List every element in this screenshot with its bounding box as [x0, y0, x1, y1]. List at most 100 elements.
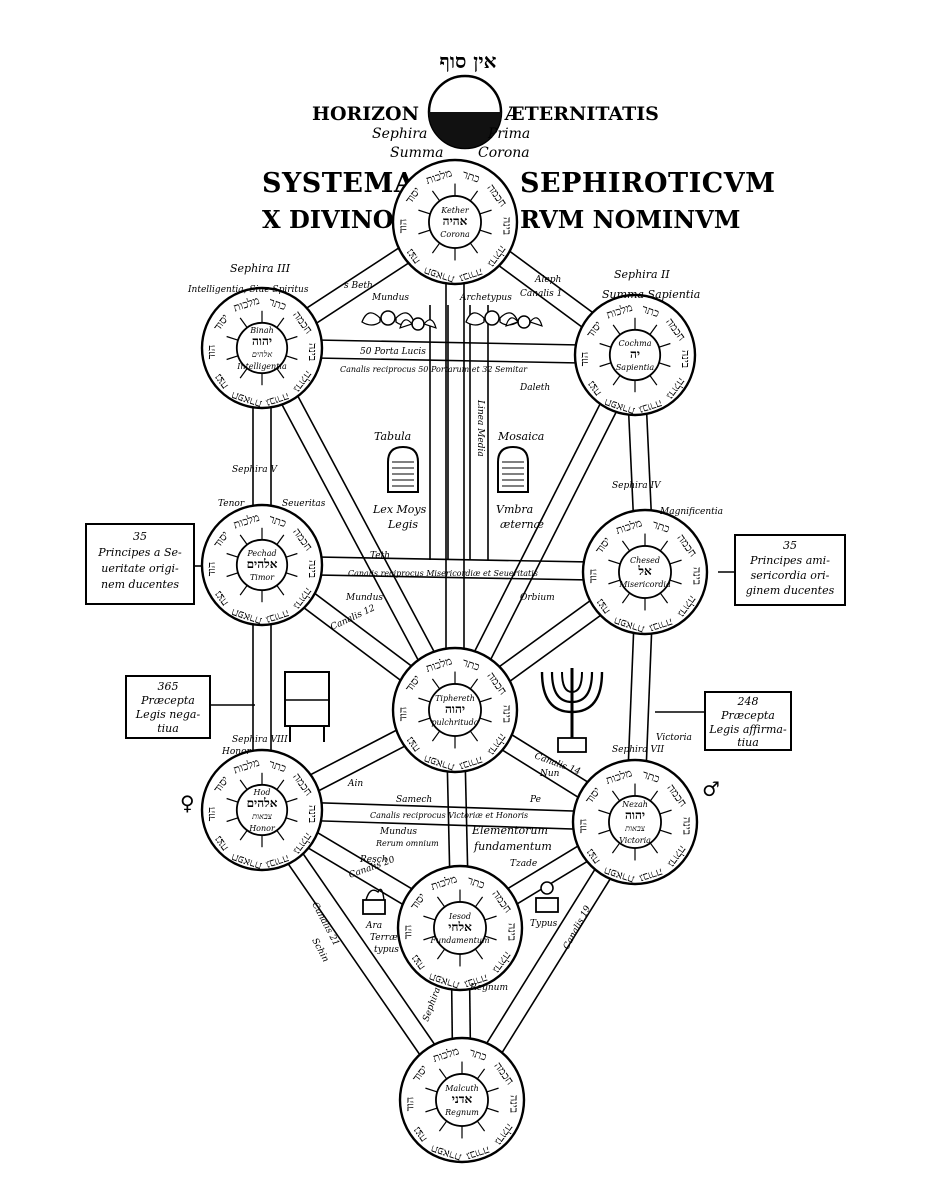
ring-divider [486, 1107, 499, 1113]
svg-text:Legis nega-: Legis nega- [135, 708, 201, 721]
ring-divider [469, 730, 479, 742]
ring-divider [438, 1068, 448, 1080]
label-terrae: Terræ [370, 933, 398, 943]
label-typus: typus [374, 945, 399, 955]
sephira-center-text: Tiphereth [435, 694, 475, 703]
ring-divider [425, 1087, 438, 1093]
label-sephira-iii: Sephira III [230, 262, 291, 275]
sephira-center-text: צבאות [251, 812, 273, 821]
svg-text:sericordia ori-: sericordia ori- [751, 569, 830, 582]
ring-word: הוד [402, 925, 415, 939]
ring-divider [276, 317, 285, 328]
sephira-center-text: Kether [440, 206, 470, 215]
sephira-center-text: Malcuth [444, 1084, 479, 1093]
sephira-center-text: Iesod [448, 912, 471, 921]
label-pe: Pe [529, 795, 541, 805]
sephira-kether: כתרחכמהבינהגדולהגבורהתפארתנצחהודיסודמלכו… [391, 158, 519, 286]
ring-word: הוד [578, 352, 591, 366]
sephira-chochma: כתרחכמהבינהגדולהגבורהתפארתנצחהודיסודמלכו… [573, 293, 697, 418]
ring-divider [659, 540, 669, 552]
label-mundus-3: Mundus [379, 827, 417, 837]
label-canalis-19: Canalis 19 [562, 904, 594, 951]
ring-divider [285, 552, 298, 558]
corona-label: Corona [478, 145, 530, 161]
ring-divider [479, 209, 492, 215]
ring-word: בינה [306, 560, 319, 578]
ring-word: בינה [306, 343, 319, 361]
sephira-center-text: Intelligentia [236, 362, 287, 371]
ring-word: בינה [505, 923, 518, 941]
ring-divider [469, 678, 479, 690]
ring-divider [484, 915, 497, 921]
ring-divider [621, 592, 631, 604]
ring-divider [484, 935, 497, 941]
ring-divider [436, 948, 446, 960]
ring-divider [658, 342, 671, 348]
sephirot: כתרחכמהבינהגדולהגבורהתפארתנצחהודיסודמלכו… [200, 158, 709, 1164]
throne-icon [284, 671, 330, 742]
label-orbium: Orbium [520, 593, 555, 603]
label-severitas: Seueritas [282, 499, 326, 509]
ring-divider [612, 324, 621, 335]
sephira-center-text: Corona [440, 230, 470, 239]
sephira-prima-right: Prima [487, 126, 530, 142]
ring-word: כתר [267, 757, 288, 775]
box-right-top: 35 Principes ami- sericordia ori- ginem … [734, 534, 846, 606]
label-linea-media: Linea Media [475, 399, 485, 457]
ring-word: כתר [468, 1046, 489, 1064]
svg-text:35: 35 [133, 530, 147, 543]
svg-text:ginem ducentes: ginem ducentes [746, 584, 835, 597]
box-left-bottom: 365 Præcepta Legis nega- tiua [125, 675, 211, 739]
ring-divider [659, 592, 669, 604]
ring-divider [418, 229, 431, 235]
ring-word: כתר [651, 518, 672, 536]
ring-divider [226, 552, 239, 558]
hebrew-en-sof: אין סוף [439, 49, 496, 73]
ring-divider [239, 317, 248, 328]
ring-word: הוד [205, 345, 218, 359]
ring-divider [479, 717, 492, 723]
ring-divider [239, 368, 248, 379]
label-lex-moys: Lex Moys [372, 503, 427, 516]
ring-word: בינה [690, 567, 703, 585]
ring-divider [226, 817, 239, 823]
ring-divider [226, 355, 239, 361]
ring-word: הוד [404, 1097, 417, 1111]
ring-divider [649, 790, 659, 802]
ring-divider [276, 585, 285, 596]
ring-divider [438, 1120, 448, 1132]
ring-divider [621, 540, 631, 552]
ring-divider [239, 830, 248, 841]
ring-divider [431, 190, 441, 202]
ring-divider [285, 335, 298, 341]
label-aleph: Aleph [534, 275, 561, 285]
sephira-malchuth: כתרחכמהבינהגדולהגבורהתפארתנצחהודיסודמלכו… [398, 1036, 526, 1164]
ring-word: הוד [587, 569, 600, 583]
ring-word: הוד [205, 807, 218, 821]
sephira-center-text: Timor [250, 573, 275, 582]
ring-divider [611, 842, 621, 854]
sephira-center-text: צבאות [624, 824, 646, 833]
ring-divider [431, 678, 441, 690]
ring-divider [431, 730, 441, 742]
ring-divider [649, 842, 659, 854]
svg-text:Principes ami-: Principes ami- [749, 554, 830, 567]
label-archetypus: Archetypus [459, 293, 512, 303]
channel-line-pechad-chesed [262, 555, 646, 564]
label-typus-right: Typus [530, 919, 558, 929]
ring-word: כתר [461, 168, 482, 186]
ring-word: כתר [267, 295, 288, 313]
ring-divider [226, 797, 239, 803]
ring-divider [226, 335, 239, 341]
ring-divider [476, 1120, 486, 1132]
ring-divider [423, 915, 436, 921]
ring-divider [285, 817, 298, 823]
ring-divider [608, 579, 621, 585]
ring-divider [276, 830, 285, 841]
box-left-top: 35 Principes a Se- ueritate origi- nem d… [85, 523, 195, 605]
ring-divider [486, 1087, 499, 1093]
ring-divider [418, 697, 431, 703]
sephira-center-text: Cochma [619, 339, 652, 348]
ring-word: כתר [461, 656, 482, 674]
